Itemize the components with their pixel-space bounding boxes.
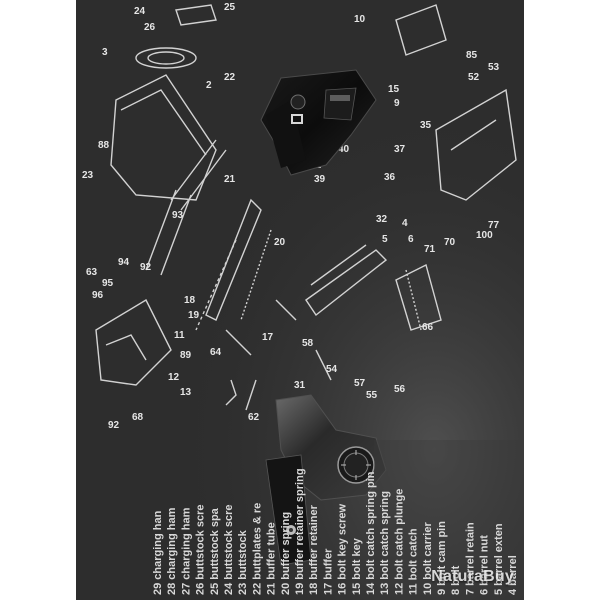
svg-text:5: 5	[382, 234, 388, 245]
svg-text:18: 18	[184, 295, 196, 306]
legend-line: 11 bolt catch	[408, 528, 420, 595]
svg-text:15: 15	[388, 84, 400, 95]
legend-line: 27 charging ham	[180, 507, 192, 595]
legend-line: 28 charging ham	[166, 507, 178, 595]
legend-line: 5 barrel exten	[493, 523, 505, 595]
legend-line: 26 buttstock scre	[195, 505, 207, 595]
svg-text:92: 92	[140, 262, 152, 273]
svg-text:10: 10	[354, 14, 366, 25]
legend-line: 19 buffer retainer spring	[294, 468, 306, 595]
svg-text:22: 22	[224, 72, 236, 83]
svg-text:31: 31	[294, 380, 306, 391]
svg-text:85: 85	[466, 50, 478, 61]
legend-line: 8 bolt	[450, 565, 462, 595]
svg-text:20: 20	[274, 237, 286, 248]
svg-text:39: 39	[314, 174, 326, 185]
svg-text:19: 19	[188, 310, 200, 321]
legend-line: 20 buffer spring	[280, 512, 292, 595]
svg-text:36: 36	[384, 172, 396, 183]
svg-text:52: 52	[468, 72, 480, 83]
svg-text:63: 63	[86, 267, 98, 278]
svg-text:71: 71	[424, 244, 436, 255]
legend-line: 25 buttstock spa	[209, 507, 221, 595]
diagram-lines	[95, 4, 517, 411]
legend-line: 14 bolt catch spring pin	[365, 471, 377, 595]
legend-line: 18 buffer retainer	[308, 504, 320, 595]
svg-text:17: 17	[262, 332, 274, 343]
legend-line: 15 bolt key	[351, 537, 363, 595]
svg-text:56: 56	[394, 384, 406, 395]
svg-text:25: 25	[224, 2, 236, 13]
svg-text:66: 66	[422, 322, 434, 333]
legend-line: 13 bolt catch spring	[379, 491, 391, 595]
svg-text:4: 4	[402, 218, 408, 229]
photo: 24 25 26 10 85 53 3 22 2 15 9 88 23 21 9…	[76, 0, 524, 600]
svg-text:12: 12	[168, 372, 180, 383]
legend-line: 9 bolt cam pin	[436, 521, 448, 595]
legend-line: 23 buttstock	[237, 529, 249, 595]
svg-text:58: 58	[302, 338, 314, 349]
legend-line: 21 buffer tube	[266, 522, 278, 595]
legend-line: 17 buffer	[322, 548, 334, 595]
svg-text:54: 54	[326, 364, 338, 375]
upper-sight-part	[260, 69, 377, 176]
svg-text:92: 92	[108, 420, 120, 431]
svg-text:35: 35	[420, 120, 432, 131]
svg-text:77: 77	[488, 220, 500, 231]
svg-text:13: 13	[180, 387, 192, 398]
svg-text:40: 40	[338, 144, 350, 155]
svg-text:55: 55	[366, 390, 378, 401]
svg-text:96: 96	[92, 290, 104, 301]
legend-line: 29 charging han	[152, 510, 164, 595]
svg-text:88: 88	[98, 140, 110, 151]
lower-sight-part	[265, 394, 387, 566]
legend-line: 24 buttstock scre	[223, 505, 235, 595]
svg-text:68: 68	[132, 412, 144, 423]
svg-text:70: 70	[444, 237, 456, 248]
legend-line: 16 bolt key screw	[337, 503, 349, 595]
svg-text:23: 23	[82, 170, 94, 181]
legend-line: 6 barrel nut	[479, 535, 491, 595]
svg-text:21: 21	[224, 174, 236, 185]
svg-text:11: 11	[174, 330, 185, 341]
svg-text:6: 6	[408, 234, 414, 245]
watermark-logo: NaturaBuy	[431, 568, 514, 585]
svg-text:94: 94	[118, 257, 130, 268]
svg-text:64: 64	[210, 347, 222, 358]
legend-line: 10 bolt carrier	[422, 522, 434, 595]
svg-text:93: 93	[172, 210, 184, 221]
svg-text:89: 89	[180, 350, 192, 361]
legend-line: 22 buttplates & re	[251, 503, 263, 595]
legend-line: 7 barrel retain	[464, 522, 476, 595]
mat-diagram: 24 25 26 10 85 53 3 22 2 15 9 88 23 21 9…	[76, 0, 524, 600]
svg-text:9: 9	[394, 98, 400, 109]
legend-line: 12 bolt catch plunge	[393, 489, 405, 595]
svg-text:32: 32	[376, 214, 388, 225]
svg-text:2: 2	[206, 80, 212, 91]
part-number-labels: 24 25 26 10 85 53 3 22 2 15 9 88 23 21 9…	[82, 2, 500, 431]
svg-text:24: 24	[134, 6, 146, 17]
svg-text:37: 37	[394, 144, 406, 155]
svg-text:95: 95	[102, 278, 114, 289]
svg-text:53: 53	[488, 62, 500, 73]
svg-text:3: 3	[102, 47, 108, 58]
legend-line: 4 barrel	[507, 555, 519, 595]
svg-text:26: 26	[144, 22, 156, 33]
svg-text:100: 100	[476, 230, 493, 241]
svg-text:57: 57	[354, 378, 366, 389]
svg-text:62: 62	[248, 412, 260, 423]
